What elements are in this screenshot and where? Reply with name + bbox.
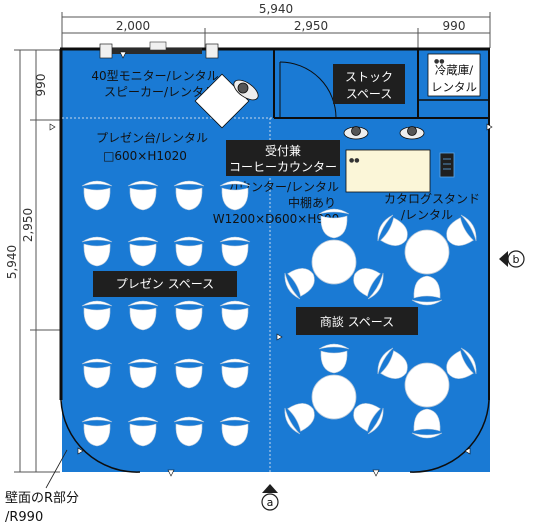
fridge-mark-icon: ●● — [434, 58, 444, 65]
chair — [284, 403, 315, 435]
chair — [81, 300, 113, 331]
chair — [284, 268, 315, 300]
monitor-stand — [149, 41, 167, 51]
chair — [81, 358, 113, 389]
chair — [446, 214, 477, 246]
coffee-counter — [345, 149, 431, 193]
chair — [127, 416, 159, 447]
chair — [173, 300, 205, 331]
catalog-stand — [439, 152, 455, 178]
chair — [127, 236, 159, 267]
speaker-right — [205, 43, 219, 59]
reception-tag — [226, 140, 340, 176]
chair — [173, 236, 205, 267]
dim-left-top: 990 — [34, 74, 48, 97]
chair — [173, 358, 205, 389]
label-wall-note-1: 壁面のR部分 — [5, 491, 79, 506]
wall-note-leader — [45, 449, 68, 489]
stock-door — [279, 61, 337, 119]
chair — [219, 180, 251, 211]
round-table — [404, 362, 450, 408]
chair — [173, 180, 205, 211]
chair — [219, 416, 251, 447]
stock-tag — [333, 64, 405, 104]
label-podium-1: プレゼン台/レンタル — [96, 130, 208, 145]
round-table — [404, 229, 450, 275]
dim-top-mid: 2,950 — [294, 19, 328, 33]
label-marker-a: a — [267, 496, 274, 509]
chair — [446, 347, 477, 379]
chair — [127, 358, 159, 389]
label-reception-2: コーヒーカウンター — [229, 160, 337, 174]
label-counter-3: W1200×D600×H900 — [213, 212, 340, 226]
label-counter-2: 中棚あり — [288, 195, 336, 210]
chair — [219, 300, 251, 331]
monitor — [112, 48, 202, 54]
chair — [81, 180, 113, 211]
label-monitor-1: 40型モニター/レンタル — [91, 69, 218, 83]
chair — [81, 236, 113, 267]
label-catalog-2: /レンタル — [401, 208, 453, 222]
chair — [127, 300, 159, 331]
chair — [318, 208, 350, 239]
walls — [59, 47, 490, 473]
marker-b: b — [499, 250, 525, 268]
chair — [219, 358, 251, 389]
chair — [81, 416, 113, 447]
speaker-left — [99, 43, 113, 59]
label-monitor-2: スピーカー/レンタル — [104, 85, 216, 99]
marker-a: a — [261, 484, 279, 511]
chair — [127, 180, 159, 211]
chair — [377, 214, 408, 246]
catalog-stand-lines-icon — [443, 158, 451, 170]
chair — [219, 236, 251, 267]
label-wall-note-2: /R990 — [5, 510, 43, 525]
chair — [411, 275, 443, 306]
presentation-tag — [93, 271, 237, 297]
label-stock-1: ストック — [345, 70, 393, 84]
round-table — [311, 374, 357, 420]
chair — [377, 347, 408, 379]
dim-top-right: 990 — [443, 19, 466, 33]
counter-mark-icon: ●● — [349, 157, 359, 164]
chair — [353, 268, 384, 300]
label-podium-2: □600×H1020 — [103, 149, 187, 163]
meeting-sets — [284, 208, 477, 439]
label-meeting-space: 商談 スペース — [320, 314, 394, 329]
label-catalog-1: カタログスタンド — [384, 192, 480, 206]
presentation-chairs — [81, 180, 251, 447]
label-stock-2: スペース — [346, 87, 393, 101]
dimension-lines — [14, 12, 491, 473]
dim-left-mid: 2,950 — [21, 208, 35, 242]
chair — [173, 416, 205, 447]
label-fridge-2: レンタル — [431, 80, 477, 94]
light-fixtures — [49, 51, 493, 477]
fridge — [427, 53, 481, 97]
label-marker-b: b — [513, 253, 520, 266]
dim-top-total: 5,940 — [259, 2, 293, 16]
round-table — [311, 239, 357, 285]
staff-figures — [343, 126, 425, 140]
chair — [411, 408, 443, 439]
dim-top-left: 2,000 — [116, 19, 150, 33]
meeting-tag — [296, 307, 418, 335]
chair — [318, 343, 350, 374]
dim-left-total: 5,940 — [5, 245, 19, 279]
presenter-figure — [233, 79, 259, 101]
label-presentation-space: プレゼン スペース — [116, 277, 214, 291]
label-reception-1: 受付兼 — [265, 144, 301, 158]
label-counter-1: カウンター/レンタル — [227, 180, 339, 194]
monitor-unit — [99, 41, 219, 59]
label-fridge-1: 冷蔵庫/ — [435, 63, 473, 77]
chair — [353, 403, 384, 435]
